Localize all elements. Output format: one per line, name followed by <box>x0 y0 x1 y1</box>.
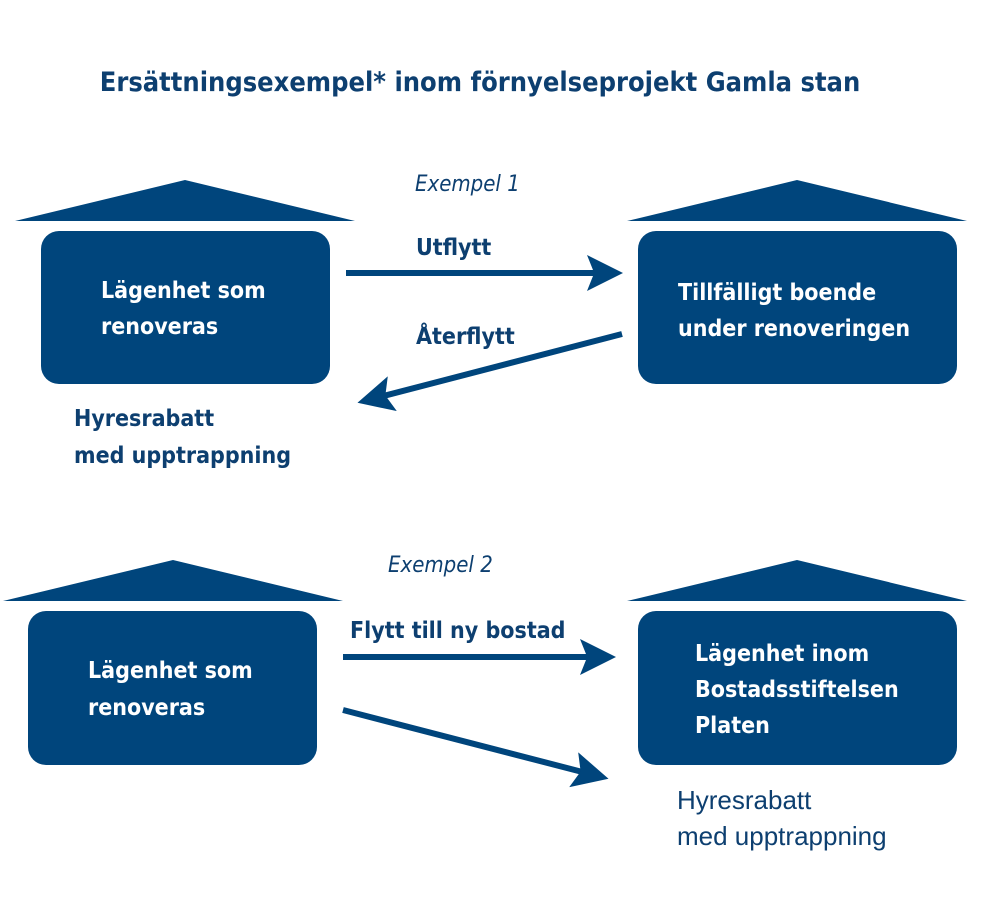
arrow-label-utflytt: Utflytt <box>416 235 491 261</box>
box-line: renoveras <box>88 695 205 721</box>
house-box <box>41 231 330 384</box>
roof-shape <box>3 560 343 601</box>
box-line: renoveras <box>101 314 218 340</box>
example2-heading: Exempel 2 <box>388 553 493 578</box>
box-line: Lägenhet som <box>88 658 253 684</box>
arrow-down-right <box>342 707 609 788</box>
note-line: Hyresrabatt <box>677 785 812 815</box>
roof-shape <box>627 180 967 221</box>
note-line: Hyresrabatt <box>74 406 214 432</box>
arrow-label-flytt: Flytt till ny bostad <box>350 618 566 644</box>
box-line: Lägenhet som <box>101 278 266 304</box>
arrow-label-aterflytt: Återflytt <box>416 322 515 350</box>
roof-shape <box>627 560 967 601</box>
box-line: Platen <box>695 713 770 739</box>
note-line: med upptrappning <box>677 821 887 851</box>
roof-shape <box>15 180 355 221</box>
example1-heading: Exempel 1 <box>415 172 520 197</box>
house-box <box>638 231 957 384</box>
house-box <box>638 611 957 765</box>
house-right-1: Tillfälligt boende under renoveringen <box>627 180 967 384</box>
house-right-2: Lägenhet inom Bostadsstiftelsen Platen <box>627 560 967 765</box>
house-box <box>28 611 317 765</box>
box-line: Tillfälligt boende <box>678 280 876 306</box>
box-line: Lägenhet inom <box>695 641 869 667</box>
house-left-2: Lägenhet som renoveras <box>3 560 343 765</box>
note-line: med upptrappning <box>74 443 291 469</box>
box-line: Bostadsstiftelsen <box>695 677 899 703</box>
box-line: under renoveringen <box>678 316 910 342</box>
arrow-back <box>357 331 623 412</box>
house-left-1: Lägenhet som renoveras <box>15 180 355 384</box>
page-title: Ersättningsexempel* inom förnyelseprojek… <box>100 67 861 98</box>
